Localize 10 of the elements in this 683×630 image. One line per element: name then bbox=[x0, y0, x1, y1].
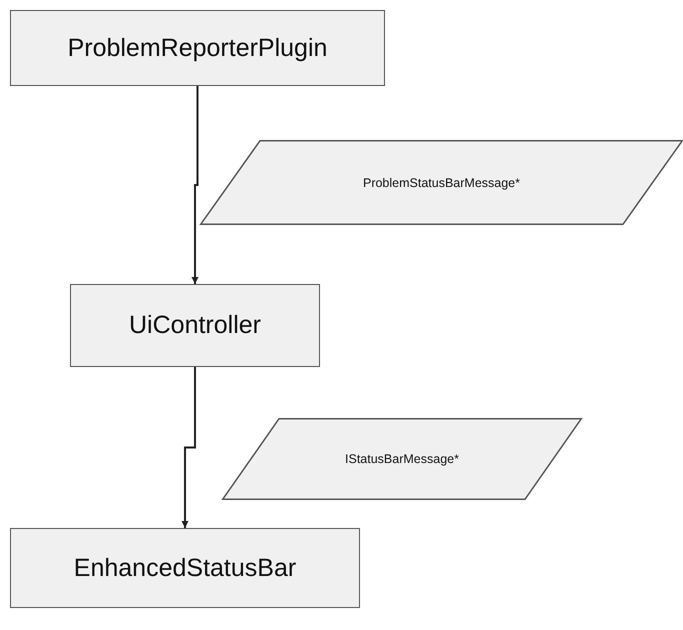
message-label: ProblemStatusBarMessage* bbox=[362, 176, 520, 190]
arrow bbox=[192, 86, 198, 284]
component-label: EnhancedStatusBar bbox=[74, 554, 296, 582]
arrow bbox=[182, 367, 196, 528]
component-label: UiController bbox=[129, 311, 261, 340]
component-label: ProblemReporterPlugin bbox=[68, 34, 328, 62]
component-box bbox=[10, 528, 360, 608]
component-box bbox=[70, 284, 320, 367]
message-label: IStatusBarMessage* bbox=[345, 452, 459, 466]
component-box bbox=[10, 10, 385, 86]
